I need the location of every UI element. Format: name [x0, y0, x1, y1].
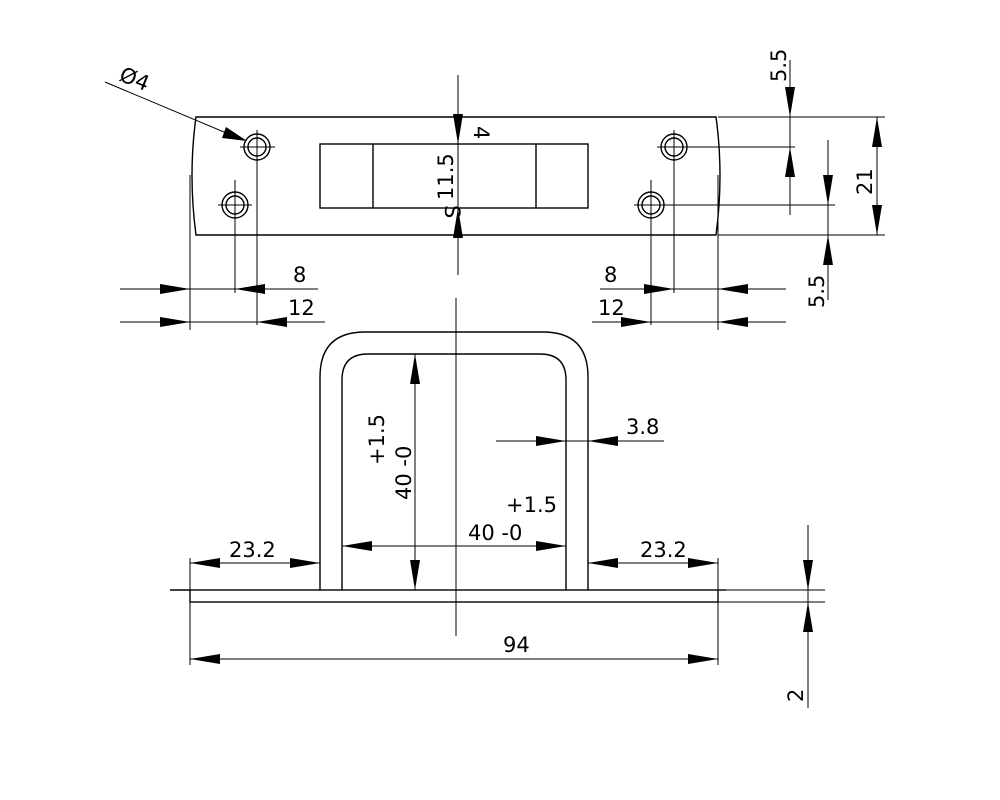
dim-wire-thickness: 3.8 [496, 415, 664, 446]
dim-plate-thickness-label: 2 [784, 689, 808, 702]
top-plate-outline [191, 116, 721, 236]
dim-hole-diameter-label: Ø4 [116, 62, 153, 95]
front-view [170, 298, 825, 665]
dim-right-8-label: 8 [604, 263, 617, 287]
dim-5-5-bottom-label: 5.5 [805, 275, 829, 308]
slot-mark-top: 4 [469, 126, 493, 139]
dim-hole-diameter: Ø4 [104, 62, 247, 141]
dim-width-nom: 40 -0 [468, 521, 522, 545]
dim-height-nom: 40 -0 [392, 446, 416, 500]
dim-21-label: 21 [853, 168, 877, 195]
dim-right-23-2: 23.2 [588, 538, 718, 568]
dim-plate-thickness: 2 [784, 525, 813, 708]
dim-left-23-2-label: 23.2 [229, 538, 276, 562]
slot-mark-bottom: S [440, 205, 464, 218]
dim-left-12-label: 12 [288, 296, 315, 320]
dim-wire-thickness-label: 3.8 [626, 415, 659, 439]
dim-overall-94: 94 [190, 633, 718, 664]
dim-left-8-label: 8 [293, 263, 306, 287]
dim-right-12-label: 12 [598, 296, 625, 320]
dim-11-5: 11.5 4 S [434, 114, 493, 238]
dim-left-8: 8 [120, 263, 318, 294]
dim-5-5-top: 5.5 [767, 49, 795, 215]
dim-5-5-top-label: 5.5 [767, 49, 791, 82]
dim-width-tol: +1.5 [506, 493, 557, 517]
dim-right-12: 12 [592, 296, 786, 327]
dim-right-8: 8 [600, 263, 786, 294]
dim-11-5-label: 11.5 [434, 153, 458, 200]
dim-right-23-2-label: 23.2 [640, 538, 687, 562]
wire-loop-inner [341, 353, 567, 590]
dim-21: 21 [853, 117, 882, 235]
dim-overall-94-label: 94 [503, 633, 530, 657]
dim-left-12: 12 [120, 296, 325, 327]
dim-width-40: +1.5 40 -0 [342, 493, 566, 551]
dim-height-tol: +1.5 [365, 414, 389, 465]
wire-loop-outer [319, 331, 589, 590]
dim-5-5-bottom: 5.5 [805, 140, 833, 308]
top-view [189, 75, 885, 330]
top-slot [319, 143, 589, 209]
dim-height-40: +1.5 40 -0 [365, 354, 420, 590]
dim-left-23-2: 23.2 [190, 538, 320, 568]
base-plate [189, 589, 719, 603]
